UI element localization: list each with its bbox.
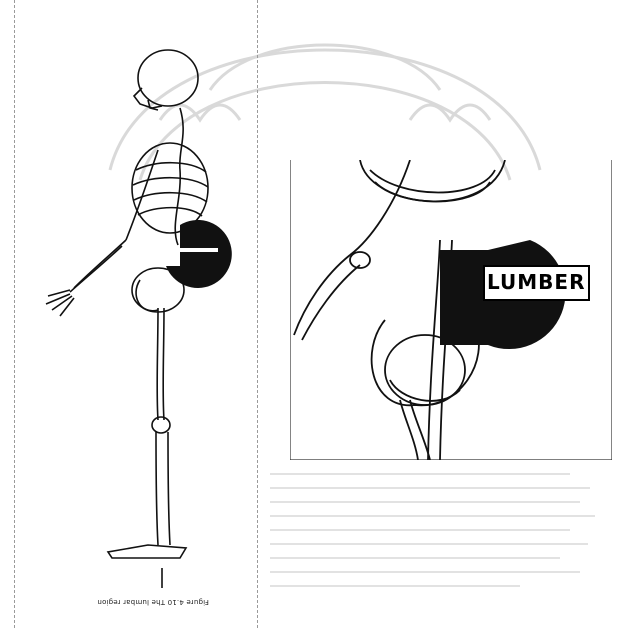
left-panel-border	[14, 0, 15, 628]
skeleton-side-view	[30, 40, 250, 600]
lumbar-zoom-illustration	[290, 160, 612, 460]
figure-caption: Figure 4.10 The lumbar region	[78, 598, 228, 606]
faded-text-block	[270, 465, 610, 615]
left-panel-divider	[257, 0, 258, 628]
lumber-label: LUMBER	[487, 270, 585, 294]
